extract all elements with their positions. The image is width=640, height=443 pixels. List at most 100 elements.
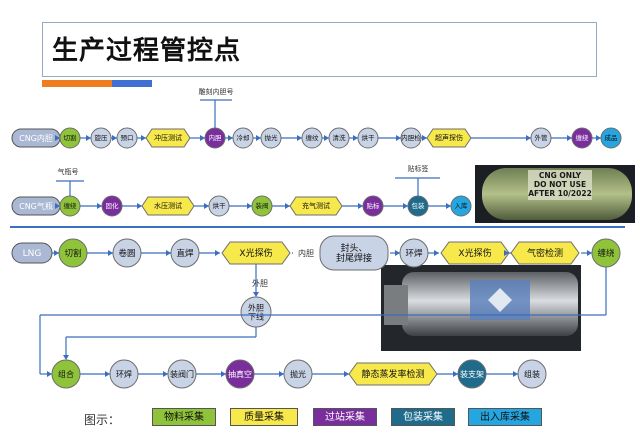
- cng1-node-10-label: 内胆检: [401, 133, 421, 142]
- lng-row1-node-2: 直焊: [170, 238, 200, 268]
- lng-row2-node-4: 抛光: [283, 359, 313, 389]
- lng-row1-node-2-label: 直焊: [176, 248, 194, 259]
- cylinder-label-line-2: AFTER 10/2022: [528, 189, 592, 198]
- lng-outer-label: 外胆: [252, 278, 268, 288]
- arrow-head: [54, 250, 59, 256]
- cng2-node-3-label: 烘干: [213, 201, 227, 210]
- lng-row1-node-1: 卷圆: [112, 238, 142, 268]
- cng2-annotation-left: 气瓶号: [58, 167, 79, 176]
- lng-row1-node-0-label: 切割: [64, 248, 81, 259]
- lng-row1-node-7-label: 气密检测: [527, 247, 563, 259]
- lng-row1-node-5: 环焊: [399, 238, 429, 268]
- cng2-node-1: 固化: [101, 195, 123, 217]
- arrow-head: [200, 135, 205, 141]
- cng1-node-14: 成品: [600, 127, 622, 149]
- lng-row1-node-4-label: 封头、封尾焊接: [336, 242, 372, 264]
- cng1-node-13: 缠绕: [571, 127, 593, 149]
- lng-row2-node-2: 装阀门: [167, 359, 197, 389]
- arrow-head: [526, 135, 531, 141]
- lng-row2-node-6-label: 装支架: [460, 369, 484, 379]
- process-node-circle: [517, 359, 547, 389]
- connector-label-bg: [293, 246, 319, 259]
- accent-bar-blue: [112, 80, 152, 87]
- cng1-node-2-label: 预口: [121, 133, 134, 142]
- arrow-head: [221, 371, 226, 377]
- lng-row1-node-4: 封头、封尾焊接: [319, 235, 389, 271]
- arrow-head: [204, 203, 209, 209]
- legend-item-station: 过站采集: [313, 408, 377, 426]
- cng1-node-8: 清洗: [328, 127, 350, 149]
- cng2-node-8: 入库: [450, 195, 472, 217]
- cng1-node-5: 冷却: [232, 127, 254, 149]
- lng-row1-node-6-label: X光探伤: [458, 247, 491, 259]
- arrow-head: [256, 135, 261, 141]
- cng1-node-6: 抛光: [260, 127, 282, 149]
- cng2-node-7-label: 包装: [412, 201, 426, 210]
- lng-row2-node-4-label: 抛光: [290, 369, 306, 379]
- lng-row1-node-5-label: 环焊: [405, 248, 423, 259]
- cng2-node-4-label: 装阀: [256, 201, 269, 210]
- cng1-node-0-label: 切割: [64, 133, 78, 142]
- legend-item-packing: 包装采集: [391, 408, 455, 426]
- cng2-node-0: 缠绕: [59, 195, 81, 217]
- arrow-head: [285, 203, 290, 209]
- cng2-node-5-label: 充气测试: [302, 201, 330, 210]
- arrow-head: [141, 135, 146, 141]
- arrow-head: [247, 203, 252, 209]
- arrow-head: [358, 203, 363, 209]
- arrow-head: [567, 135, 572, 141]
- lng-row1-node-8-label: 缠绕: [597, 248, 615, 259]
- arrow-head: [344, 371, 349, 377]
- cng1-node-14-label: 成品: [605, 133, 618, 142]
- arrow-head: [112, 135, 117, 141]
- arrow-head: [422, 135, 427, 141]
- arrow-head: [324, 135, 329, 141]
- lng-branch-node: 外胆下线: [240, 296, 272, 328]
- cng1-node-3-label: 冲压测试: [154, 133, 182, 142]
- cng2-node-5: 充气测试: [289, 196, 343, 216]
- lng-row1-node-7: 气密检测: [510, 241, 580, 265]
- arrow-head: [279, 371, 284, 377]
- cng2-node-6-label: 贴标: [367, 201, 381, 210]
- cng1-node-1-label: 旋压: [95, 133, 109, 142]
- arrow-head: [228, 135, 233, 141]
- lng-row1-node-1-label: 卷圆: [118, 248, 135, 259]
- cng1-start-label: CNG内胆: [19, 133, 53, 143]
- arrow-head: [395, 250, 400, 256]
- arrow-head: [513, 371, 518, 377]
- cng1-node-9-label: 烘干: [362, 133, 376, 142]
- arrow-head: [105, 371, 110, 377]
- arrow-head: [55, 135, 60, 141]
- process-node-circle: [450, 195, 472, 217]
- lng-inner-label: 内胆: [298, 248, 314, 258]
- arrow-head: [353, 135, 358, 141]
- arrow-head: [166, 250, 171, 256]
- cng1-node-4-label: 内胆: [209, 133, 223, 142]
- arrow-head: [453, 371, 458, 377]
- lng-row2-node-2-label: 装阀门: [170, 369, 194, 379]
- cng1-node-0: 切割: [59, 127, 81, 149]
- cng1-node-10: 内胆检: [400, 127, 422, 149]
- cng2-node-4: 装阀: [251, 195, 273, 217]
- cng1-node-11: 超声探伤: [426, 128, 472, 148]
- cylinder-label-line-1: DO NOT USE: [534, 180, 586, 189]
- cng1-node-2: 预口: [116, 127, 138, 149]
- arrow-head: [396, 135, 401, 141]
- cng2-node-8-label: 入库: [455, 201, 469, 210]
- lng-row1-node-0: 切割: [58, 238, 88, 268]
- arrow-head: [108, 250, 113, 256]
- title-frame: [42, 22, 597, 77]
- arrow-head: [434, 250, 439, 256]
- arrow-head: [137, 203, 142, 209]
- process-shape: [319, 235, 389, 271]
- cng1-node-3: 冲压测试: [145, 128, 191, 148]
- arrow-head: [596, 135, 601, 141]
- legend-item-quality: 质量采集: [230, 408, 298, 426]
- arrow-head: [297, 135, 302, 141]
- lng-row2-node-0: 组合: [51, 359, 81, 389]
- section-divider: [10, 226, 625, 228]
- arrow-head: [446, 203, 451, 209]
- cng1-annotation: 雕刻内胆号: [199, 87, 234, 96]
